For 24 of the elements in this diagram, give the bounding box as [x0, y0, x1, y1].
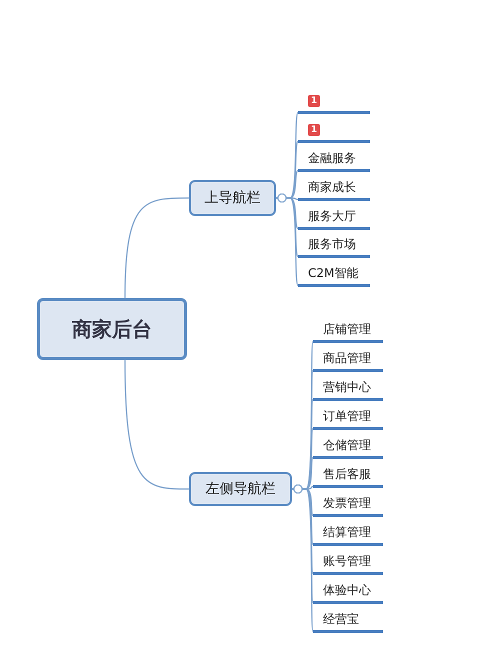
leaf-topic: 售后客服: [313, 464, 383, 488]
connector: [276, 194, 299, 286]
leaf-topic: 仓储管理: [313, 435, 383, 459]
leaf-topic: 发票管理: [313, 493, 383, 517]
root-topic-box: 商家后台: [37, 298, 187, 360]
leaf-topic: 店铺管理: [313, 319, 383, 343]
badge: 1: [308, 95, 320, 107]
leaf-topic: 金融服务: [298, 148, 370, 172]
leaf-topic: 结算管理: [313, 522, 383, 546]
leaf-topic: 商家成长: [298, 177, 370, 201]
leaf-topic: 账号管理: [313, 551, 383, 575]
leaf-topic: 订单管理: [313, 406, 383, 430]
leaf-topic: 服务大厅: [298, 206, 370, 230]
leaf-topic: 营销中心: [313, 377, 383, 401]
connector: [124, 197, 189, 298]
leaf-topic: 体验中心: [313, 580, 383, 604]
branch-topic-box: 上导航栏: [189, 180, 276, 216]
leaf-topic: 服务市场: [298, 234, 370, 258]
leaf-topic: C2M智能: [298, 263, 370, 287]
branch-topic-box: 左侧导航栏: [189, 472, 292, 506]
badge: 1: [308, 124, 320, 136]
leaf-topic: 商品管理: [313, 348, 383, 372]
leaf-topic: 经营宝: [313, 609, 383, 633]
connector: [124, 360, 189, 490]
